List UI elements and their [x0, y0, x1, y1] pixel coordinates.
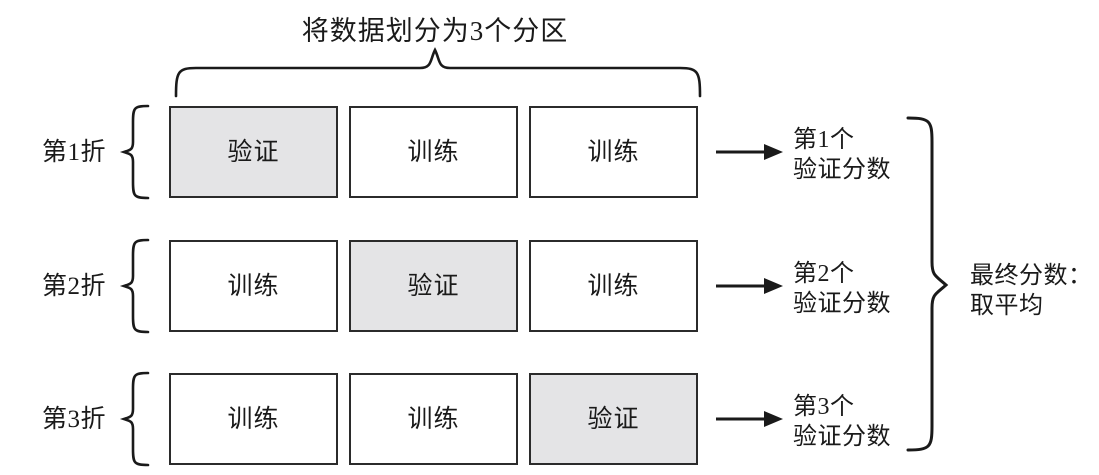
- partition-cell-fold1-part2[interactable]: 训练: [349, 106, 518, 198]
- right-arrow-icon-fold-1: [716, 144, 783, 160]
- partition-cell-fold3-part1[interactable]: 训练: [169, 373, 338, 465]
- right-arrow-icon-fold-3: [716, 411, 783, 427]
- score-label-fold-1-line2: 验证分数: [793, 156, 891, 183]
- final-score-label-line2: 取平均: [970, 293, 1044, 320]
- partition-cell-fold3-part2[interactable]: 训练: [349, 373, 518, 465]
- right-curly-brace-icon-final: [906, 116, 949, 452]
- partition-cell-fold2-part3[interactable]: 训练: [529, 240, 698, 332]
- score-label-fold-3: 第3个 验证分数: [793, 393, 891, 453]
- final-score-label: 最终分数： 取平均: [970, 261, 1093, 321]
- score-label-fold-2-line2: 验证分数: [793, 290, 891, 317]
- fold-label-1: 第1折: [41, 139, 106, 166]
- diagram-title: 将数据划分为3个分区: [301, 16, 569, 46]
- top-curly-brace-icon: [174, 47, 702, 98]
- left-curly-brace-icon-fold-1: [119, 104, 150, 200]
- partition-cell-fold2-part1[interactable]: 训练: [169, 240, 338, 332]
- partition-cell-fold1-part3[interactable]: 训练: [529, 106, 698, 198]
- final-score-label-line1: 最终分数：: [970, 263, 1093, 289]
- score-label-fold-1-line1: 第1个: [793, 127, 855, 153]
- fold-label-2: 第2折: [41, 273, 106, 300]
- score-label-fold-2-line1: 第2个: [793, 261, 855, 287]
- left-curly-brace-icon-fold-3: [119, 371, 150, 467]
- left-curly-brace-icon-fold-2: [119, 238, 150, 334]
- score-label-fold-2: 第2个 验证分数: [793, 260, 891, 320]
- partition-cell-fold3-part3[interactable]: 验证: [529, 373, 698, 465]
- right-arrow-icon-fold-2: [716, 278, 783, 294]
- score-label-fold-3-line1: 第3个: [793, 394, 855, 420]
- partition-cell-fold2-part2[interactable]: 验证: [349, 240, 518, 332]
- partition-cell-fold1-part1[interactable]: 验证: [169, 106, 338, 198]
- score-label-fold-3-line2: 验证分数: [793, 423, 891, 450]
- score-label-fold-1: 第1个 验证分数: [793, 126, 891, 186]
- fold-label-3: 第3折: [41, 406, 106, 433]
